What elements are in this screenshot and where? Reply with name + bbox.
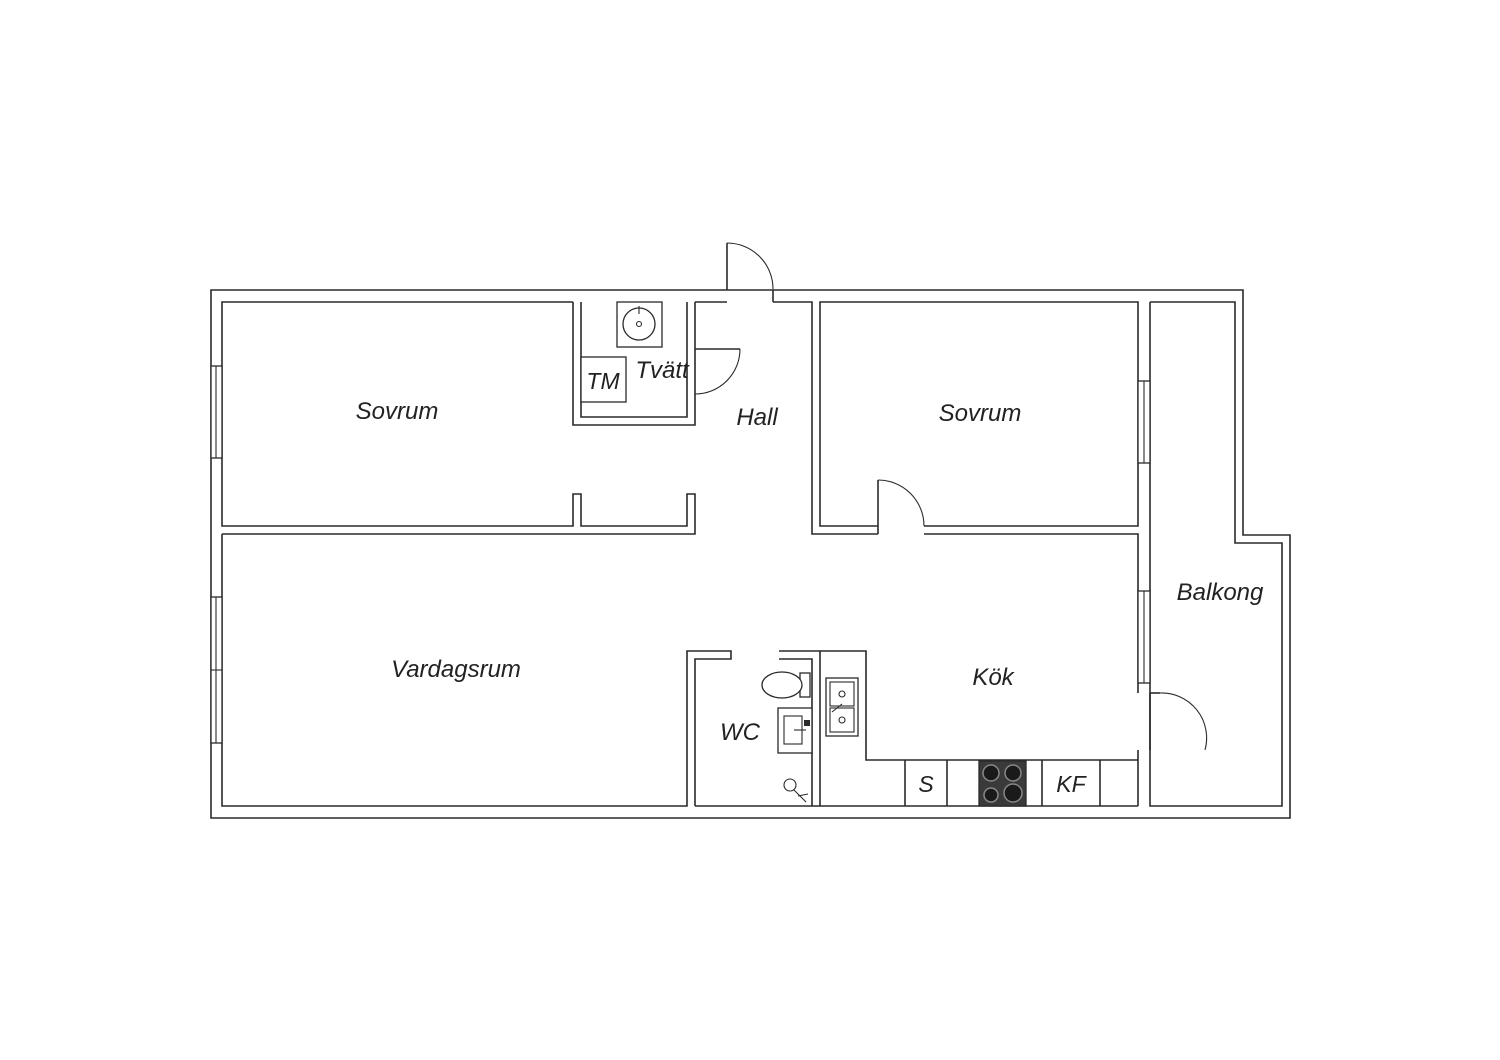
tm-label: TM [586, 368, 620, 394]
sovrum-west-walls [221, 301, 696, 535]
room-label-tvatt: Tvätt [635, 357, 690, 384]
kitchen-counter-line [820, 650, 1138, 761]
tvatt-outer-walls [572, 302, 696, 426]
wc-walls [779, 650, 821, 807]
kitchen-sink-icon [825, 677, 859, 737]
vardagsrum-walls [221, 534, 732, 807]
room-label-wc: WC [720, 719, 761, 746]
sovrum-east-walls [819, 301, 1139, 527]
room-label-kok: Kök [972, 664, 1015, 691]
balcony-walls [1149, 301, 1283, 807]
room-label-balkong: Balkong [1177, 579, 1264, 606]
outer-wall [210, 289, 1291, 819]
tm-box [580, 356, 627, 403]
shower-icon [783, 778, 809, 803]
stove-icon [978, 760, 1027, 807]
room-label-sovrum-west: Sovrum [356, 398, 439, 425]
room-label-vardagsrum: Vardagsrum [391, 656, 521, 683]
kitchen-top-wall [924, 533, 1139, 693]
room-label-sovrum-east: Sovrum [939, 400, 1022, 427]
s-label: S [918, 771, 934, 797]
doors [694, 242, 1208, 751]
washbasin-icon [616, 301, 663, 348]
kf-label: KF [1056, 771, 1087, 797]
windows [210, 365, 1151, 744]
sink-icon [777, 707, 813, 754]
room-label-hall: Hall [736, 404, 778, 431]
toilet-icon [761, 671, 811, 699]
hall-top-wall-right [773, 301, 878, 535]
